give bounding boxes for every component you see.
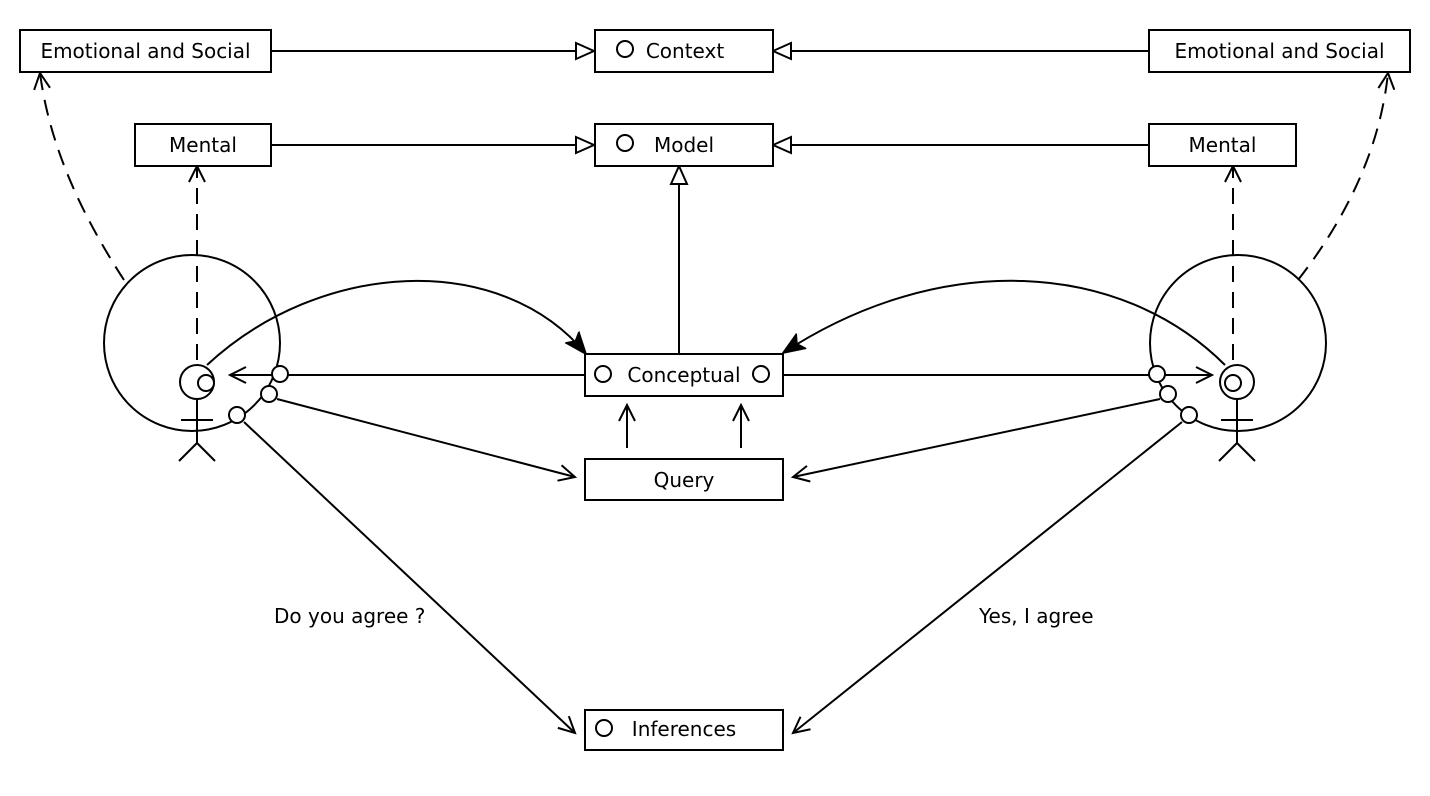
box-model: Model — [594, 123, 774, 167]
context-port-icon — [616, 40, 634, 58]
conceptual-port-right-icon — [752, 365, 770, 383]
box-model-label: Model — [654, 133, 714, 157]
conceptual-port-left-icon — [594, 365, 612, 383]
left-actor-curve-to-conceptual — [206, 280, 586, 366]
right-actor-leg-left — [1218, 442, 1238, 462]
box-emotional-right-label: Emotional and Social — [1174, 39, 1384, 63]
right-actor — [1148, 254, 1327, 462]
box-conceptual-label: Conceptual — [627, 363, 740, 387]
box-context: Context — [594, 29, 774, 73]
box-mental-right: Mental — [1148, 123, 1297, 167]
right-actor-to-inferences — [793, 421, 1183, 733]
box-mental-left-label: Mental — [169, 133, 237, 157]
box-context-label: Context — [646, 39, 725, 63]
model-port-icon — [616, 134, 634, 152]
box-emotional-right: Emotional and Social — [1148, 29, 1411, 73]
left-actor-eye — [197, 374, 215, 392]
box-query: Query — [584, 458, 784, 501]
left-actor-head-circle — [103, 254, 281, 432]
box-inferences-label: Inferences — [632, 717, 736, 741]
inferences-port-icon — [595, 719, 613, 737]
box-emotional-left-label: Emotional and Social — [40, 39, 250, 63]
left-head-to-emotional-dashed — [40, 73, 125, 281]
left-actor — [103, 254, 289, 462]
right-actor-curve-to-conceptual — [783, 279, 1226, 366]
right-port-conceptual — [1148, 365, 1166, 383]
left-port-conceptual — [271, 365, 289, 383]
left-port-query — [260, 385, 278, 403]
left-actor-to-query — [276, 398, 575, 477]
box-inferences: Inferences — [584, 709, 784, 751]
right-port-query — [1159, 385, 1177, 403]
right-head-to-emotional-dashed — [1297, 73, 1388, 281]
box-query-label: Query — [654, 468, 715, 492]
left-actor-to-inferences — [243, 421, 575, 733]
caption-right-answer: Yes, I agree — [978, 604, 1094, 628]
caption-left-question: Do you agree ? — [274, 604, 425, 628]
left-actor-leg-left — [178, 442, 198, 462]
box-mental-right-label: Mental — [1189, 133, 1257, 157]
box-emotional-left: Emotional and Social — [19, 29, 272, 73]
right-actor-leg-right — [1236, 442, 1256, 462]
right-actor-to-query — [793, 398, 1161, 477]
right-port-inferences — [1180, 406, 1198, 424]
box-mental-left: Mental — [134, 123, 272, 167]
right-actor-eye — [1224, 374, 1242, 392]
box-conceptual: Conceptual — [584, 353, 784, 397]
left-port-inferences — [228, 406, 246, 424]
left-actor-leg-right — [196, 442, 216, 462]
